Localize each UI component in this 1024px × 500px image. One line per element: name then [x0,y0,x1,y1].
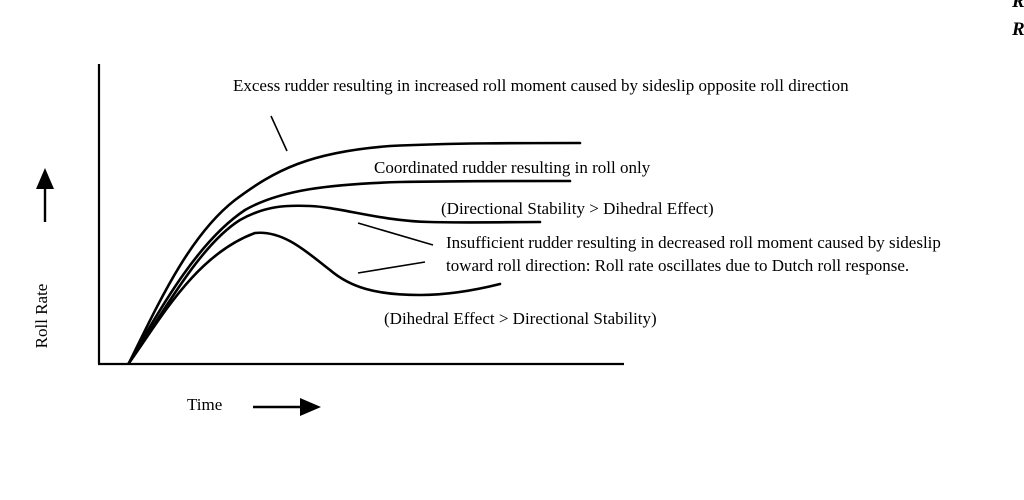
annotation-excess-rudder: Excess rudder resulting in increased rol… [233,76,849,95]
y-axis-arrow-icon [36,168,54,189]
annotation-dihedral-effect: (Dihedral Effect > Directional Stability… [384,309,657,328]
annotation-coordinated-rudder: Coordinated rudder resulting in roll onl… [374,158,651,177]
x-axis-label: Time [187,395,222,414]
annotation-insufficient-line2: toward roll direction: Roll rate oscilla… [446,256,909,275]
leader-insufficient-lower [357,261,426,274]
corner-text-bottom: R [1011,19,1024,40]
leader-insufficient-upper [357,222,434,246]
y-axis-label: Roll Rate [32,284,51,349]
curve-dihedral-effect [127,231,502,365]
annotation-insufficient-line1: Insufficient rudder resulting in decreas… [446,233,941,252]
leader-excess [270,115,288,152]
annotation-directional-stability: (Directional Stability > Dihedral Effect… [441,199,714,218]
x-axis-arrow-icon [300,398,321,416]
corner-text-top: R [1011,0,1024,12]
curve-coordinated-rudder [127,179,572,365]
curve-excess-rudder [127,141,582,365]
curve-directional-stability [127,204,542,365]
